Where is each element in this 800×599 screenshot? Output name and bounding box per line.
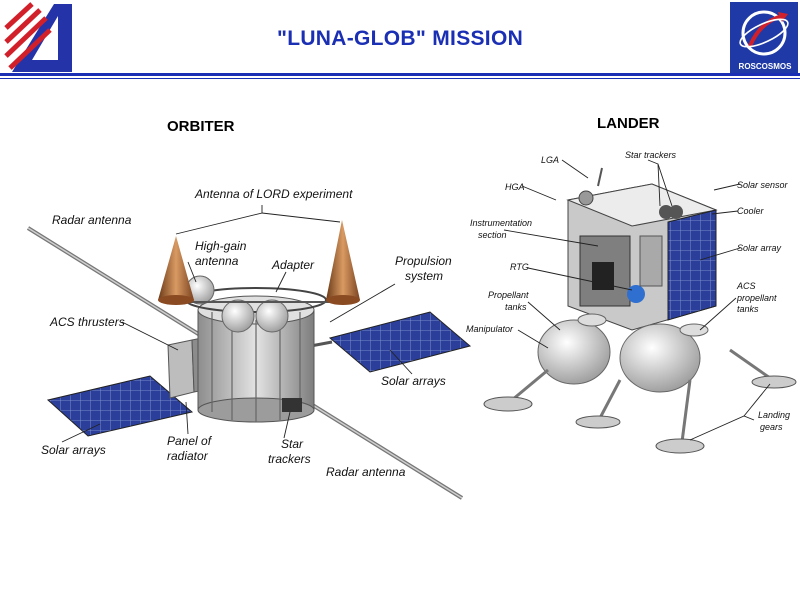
label-instr-1: Instrumentation — [470, 218, 533, 228]
label-high-gain-1: High-gain — [195, 239, 247, 253]
agency-logo — [4, 2, 72, 72]
label-lga: LGA — [541, 155, 560, 165]
label-propulsion-1: Propulsion — [395, 254, 452, 268]
label-hga: HGA — [505, 182, 525, 192]
label-radar-antenna-top: Radar antenna — [52, 213, 132, 227]
label-solar-sensor: Solar sensor — [737, 180, 788, 190]
label-propulsion-2: system — [405, 269, 444, 283]
label-panel-1: Panel of — [167, 434, 212, 448]
label-landing-2: gears — [760, 422, 783, 432]
label-prop-2: tanks — [505, 302, 527, 312]
label-star-2: trackers — [268, 452, 311, 466]
label-antenna-lord: Antenna of LORD experiment — [195, 187, 353, 201]
label-solar-arrays-right: Solar arrays — [381, 374, 446, 388]
label-cooler: Cooler — [737, 206, 764, 216]
lander-illustration — [483, 159, 797, 454]
header-rule-thin — [0, 78, 800, 79]
label-solar-array: Solar array — [737, 243, 782, 253]
page-title: "LUNA-GLOB" MISSION — [276, 27, 524, 50]
orbiter-illustration — [26, 205, 472, 500]
roscosmos-text: ROSCOSMOS — [738, 62, 792, 71]
label-instr-2: section — [478, 230, 507, 240]
label-acs-2: propellant tanks — [737, 293, 777, 314]
lander-heading: LANDER — [597, 115, 660, 132]
label-adapter: Adapter — [272, 258, 315, 272]
label-radar-antenna-bottom: Radar antenna — [326, 465, 406, 479]
label-solar-arrays-left: Solar arrays — [41, 443, 106, 457]
roscosmos-logo — [730, 2, 798, 74]
header-rule — [0, 73, 800, 76]
label-high-gain-2: antenna — [195, 254, 239, 268]
label-landing-1: Landing — [758, 410, 791, 420]
label-manipulator: Manipulator — [466, 324, 514, 334]
label-acs-thrusters: ACS thrusters — [50, 315, 125, 329]
label-acs-1: ACS — [737, 281, 756, 291]
label-star-1: Star — [281, 437, 304, 451]
label-panel-2: radiator — [167, 449, 208, 463]
label-star-trackers: Star trackers — [625, 150, 677, 160]
label-rtg: RTG — [510, 262, 529, 272]
label-prop-1: Propellant — [488, 290, 529, 300]
orbiter-heading: ORBITER — [167, 118, 235, 135]
